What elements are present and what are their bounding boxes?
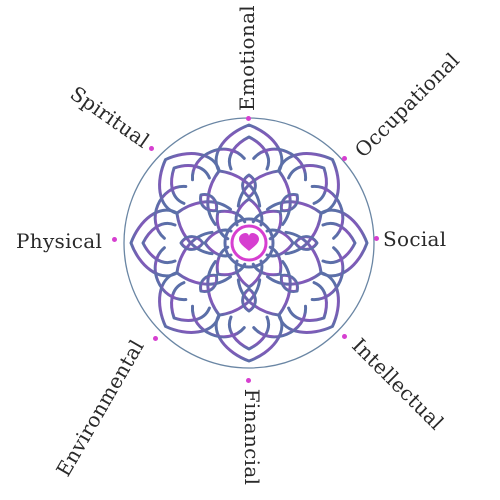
outer-petal [158, 152, 221, 215]
outer-petal-inner [170, 164, 211, 205]
dot-physical [112, 237, 117, 242]
dot-environmental [153, 336, 158, 341]
teardrop [241, 287, 257, 313]
outer-petal-inner [287, 164, 328, 205]
outer-petal [277, 271, 340, 334]
label-emotional: Emotional [235, 5, 259, 111]
dot-emotional [246, 116, 251, 121]
dot-occupational [342, 156, 347, 161]
outer-petal-inner [170, 281, 211, 322]
petal-arch [191, 304, 246, 339]
teardrop [279, 193, 299, 213]
center-medallion [230, 224, 268, 262]
dot-social [374, 236, 379, 241]
outer-petal-inner [228, 315, 270, 351]
outer-petal-inner [141, 222, 177, 264]
petal-arch [310, 185, 345, 240]
outer-petal [214, 313, 284, 363]
outer-petal-inner [287, 281, 328, 322]
mid-petal [206, 169, 262, 226]
outer-petal-inner [321, 222, 357, 264]
teardrop [179, 235, 205, 251]
outer-petal [214, 123, 284, 173]
outer-petal-inner [228, 135, 270, 171]
inner-ring [223, 217, 275, 269]
petal-arch [191, 147, 246, 182]
inner-petal [215, 209, 247, 241]
teardrop [199, 193, 219, 213]
petal-arch [252, 304, 307, 339]
teardrop [199, 273, 219, 293]
petal-arch [310, 246, 345, 301]
outer-petal [158, 271, 221, 334]
petal-arch [153, 185, 188, 240]
dot-intellectual [342, 334, 347, 339]
petal-arch [252, 147, 307, 182]
mandala-ornament [129, 123, 369, 363]
teardrop [293, 235, 319, 251]
dot-financial [246, 378, 251, 383]
label-social: Social [383, 227, 447, 251]
petal-arch [153, 246, 188, 301]
dot-spiritual [149, 146, 154, 151]
heart-icon [239, 233, 259, 251]
label-physical: Physical [16, 229, 103, 253]
outer-petal [319, 208, 369, 278]
outer-petal [277, 152, 340, 215]
label-financial: Financial [240, 388, 264, 486]
teardrop [279, 273, 299, 293]
outer-petal [129, 208, 179, 278]
